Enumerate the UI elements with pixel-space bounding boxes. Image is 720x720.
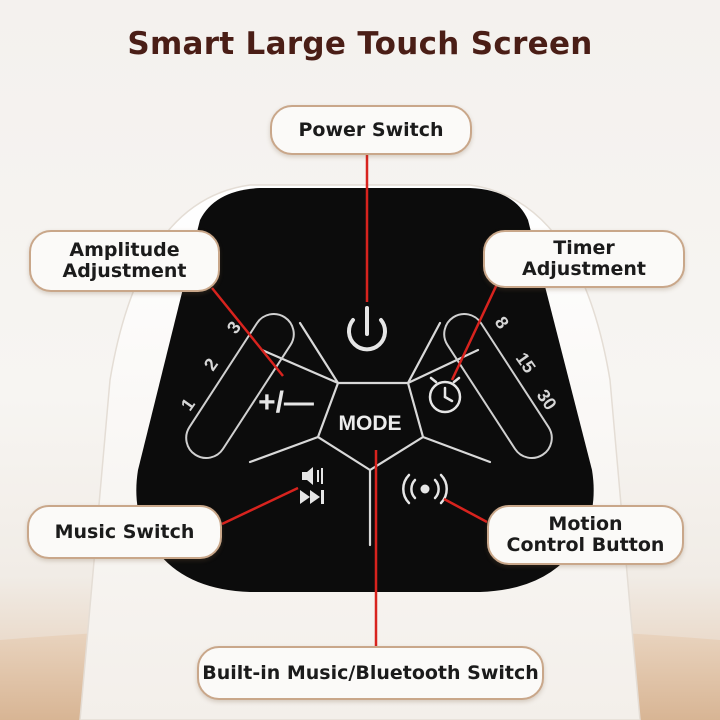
callout-music-label: Music Switch: [54, 520, 195, 543]
panel-divider-lines: [248, 321, 492, 547]
leader-line-amplitude: [211, 287, 284, 377]
amplitude-plus-minus-icon[interactable]: +/—: [258, 386, 314, 419]
callout-motion-line2: Control Button: [506, 534, 665, 556]
callout-timer-line2: Adjustment: [521, 258, 647, 280]
callout-bluetooth-switch: Built-in Music/Bluetooth Switch: [197, 646, 544, 700]
page-title: Smart Large Touch Screen: [127, 26, 593, 62]
callout-timer-adjustment: Timer Adjustment: [483, 230, 685, 288]
callout-amplitude-line2: Adjustment: [62, 260, 187, 282]
callout-amplitude-adjustment: Amplitude Adjustment: [29, 230, 220, 292]
callout-timer-line1: Timer: [553, 237, 615, 259]
leader-line-music: [221, 486, 299, 526]
callout-motion-line1: Motion: [548, 513, 623, 535]
timer-clock-icon[interactable]: [428, 376, 462, 414]
callout-motion-control: Motion Control Button: [487, 505, 684, 565]
mode-button[interactable]: MODE: [339, 412, 402, 435]
amplitude-slider[interactable]: [179, 306, 302, 465]
timer-slider[interactable]: [437, 306, 560, 465]
callout-music-switch: Music Switch: [27, 505, 222, 559]
callout-power-label: Power Switch: [298, 118, 444, 141]
callout-bluetooth-label: Built-in Music/Bluetooth Switch: [202, 661, 539, 684]
motion-control-icon[interactable]: [402, 473, 448, 505]
callout-power-switch: Power Switch: [270, 105, 472, 155]
music-switch-icon[interactable]: [300, 467, 324, 504]
leader-line-motion: [443, 497, 488, 524]
touch-panel: [136, 188, 594, 592]
leader-line-timer: [450, 281, 500, 381]
callout-amplitude-line1: Amplitude: [69, 239, 180, 261]
power-icon[interactable]: [347, 306, 387, 352]
